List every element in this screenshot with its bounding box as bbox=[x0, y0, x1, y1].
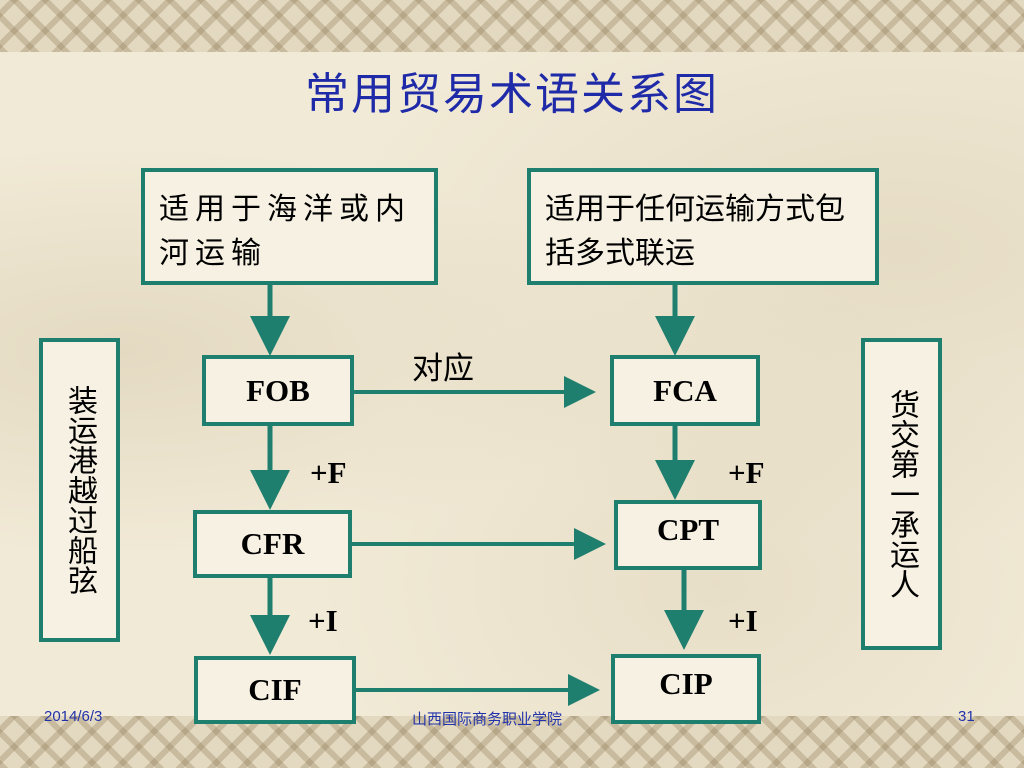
background-texture bbox=[0, 52, 1024, 716]
node-cfr: CFR bbox=[193, 510, 352, 578]
node-cfr-label: CFR bbox=[240, 526, 305, 561]
node-fob-label: FOB bbox=[246, 372, 310, 408]
edge-label-correspond: 对应 bbox=[412, 351, 474, 387]
node-fca-label: FCA bbox=[653, 372, 717, 408]
footer-institution: 山西国际商务职业学院 bbox=[412, 711, 563, 728]
box-sea-transport-text: 适用于海洋或内河运输 bbox=[159, 192, 411, 271]
decorative-border-top bbox=[0, 0, 1024, 52]
slide-title: 常用贸易术语关系图 bbox=[305, 69, 719, 120]
node-cip-label: CIP bbox=[659, 666, 713, 701]
box-any-transport: 适用于任何运输方式包括多式联运 bbox=[527, 168, 879, 285]
edge-label-plus-f-right: +F bbox=[728, 455, 765, 490]
side-label-right: 货交第一承运人 bbox=[861, 338, 942, 650]
box-sea-transport: 适用于海洋或内河运输 bbox=[141, 168, 438, 285]
footer-date: 2014/6/3 bbox=[44, 708, 103, 725]
edge-label-plus-f-left: +F bbox=[310, 455, 347, 490]
node-cpt: CPT bbox=[614, 500, 762, 570]
node-cif-label: CIF bbox=[248, 672, 302, 707]
edge-label-plus-i-right: +I bbox=[728, 603, 758, 638]
side-label-left: 装运港越过船弦 bbox=[39, 338, 120, 642]
node-cif: CIF bbox=[194, 656, 356, 724]
edge-label-plus-i-left: +I bbox=[308, 603, 338, 638]
decorative-border-bottom bbox=[0, 716, 1024, 768]
footer-page-number: 31 bbox=[958, 708, 975, 725]
node-fob: FOB bbox=[202, 355, 354, 426]
node-cpt-label: CPT bbox=[657, 512, 719, 547]
box-any-transport-text: 适用于任何运输方式包括多式联运 bbox=[545, 192, 845, 271]
node-cip: CIP bbox=[611, 654, 761, 724]
node-fca: FCA bbox=[610, 355, 760, 426]
